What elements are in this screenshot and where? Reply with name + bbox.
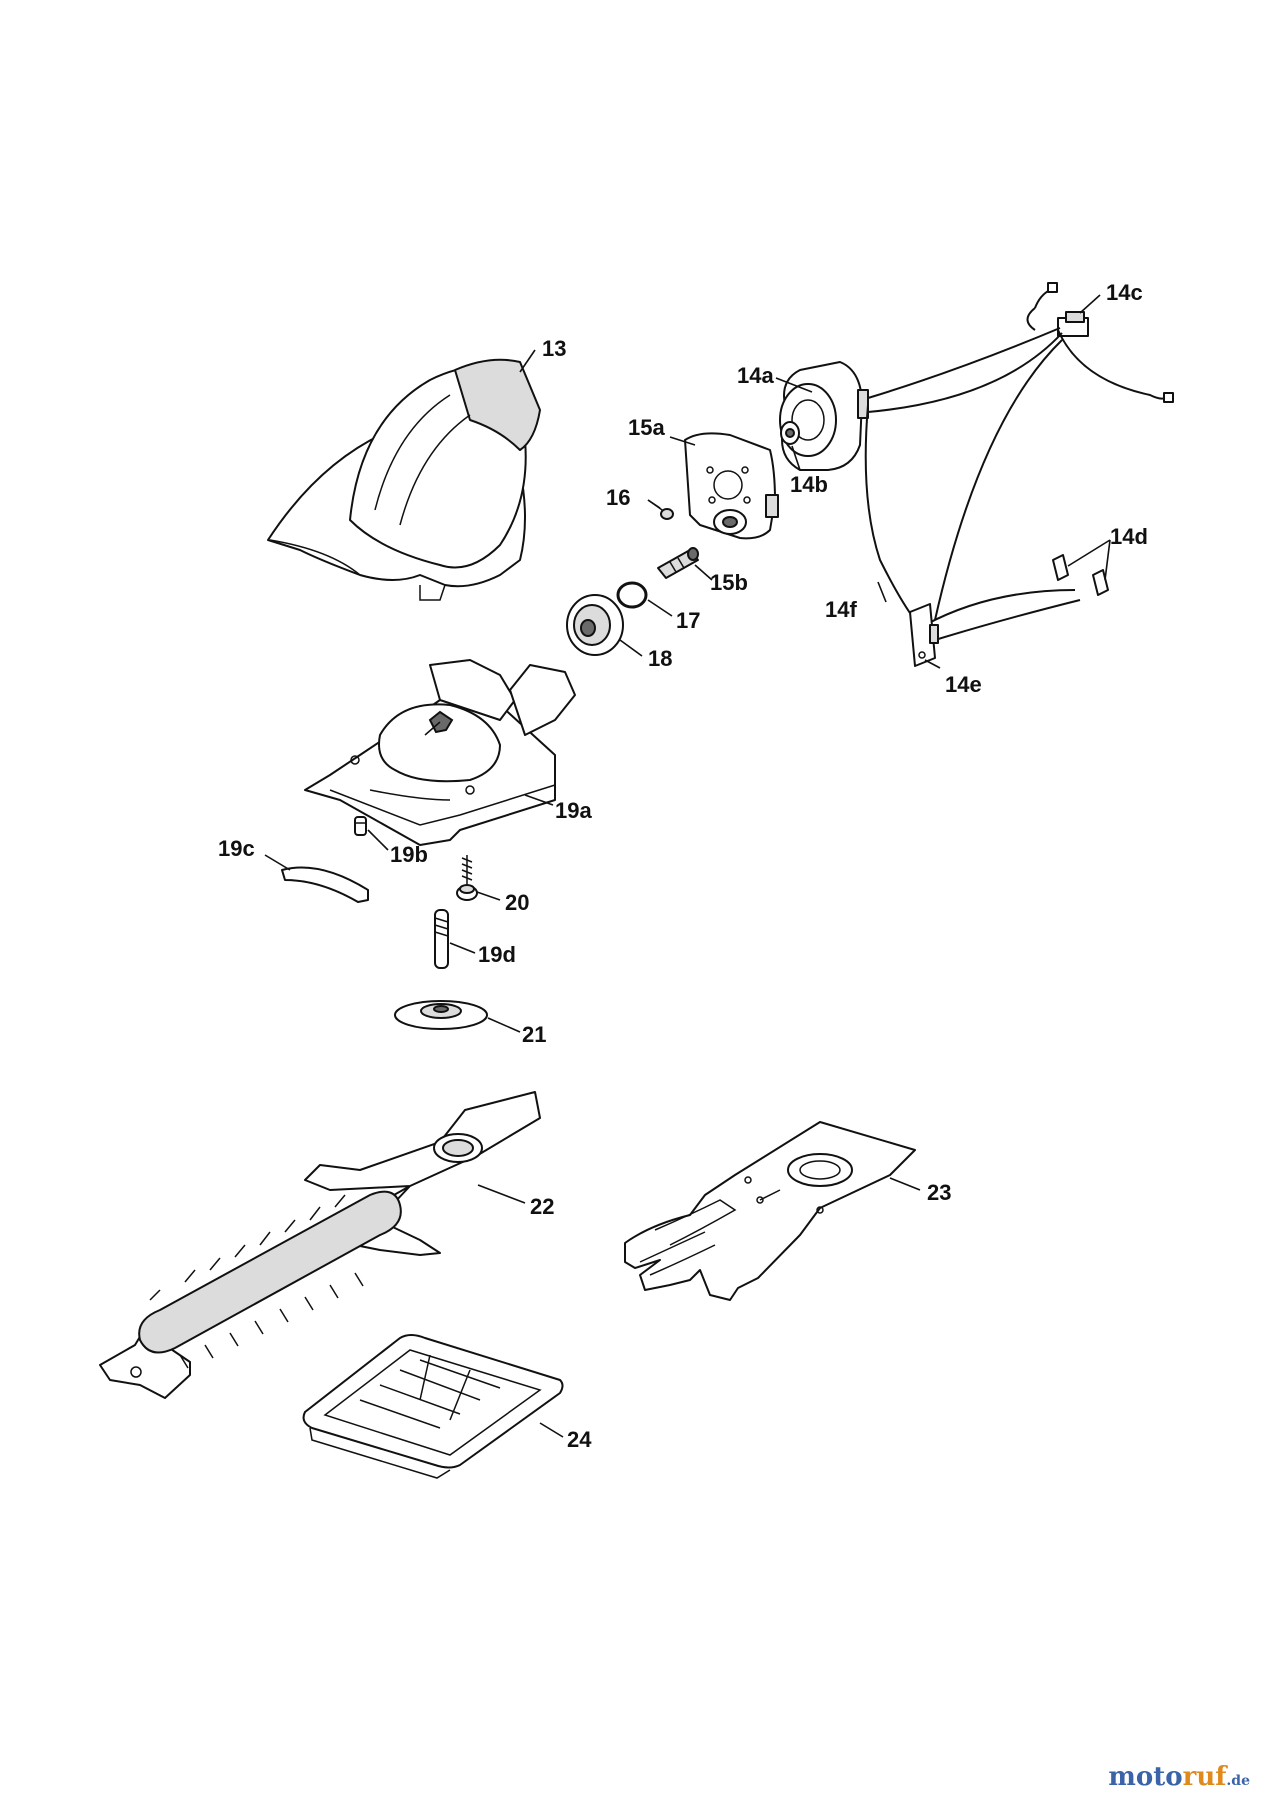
watermark-part1: moto — [1108, 1762, 1183, 1792]
part-22-hedge-blade — [99, 1091, 541, 1399]
part-14b-shaft — [780, 421, 800, 445]
label-13: 13 — [542, 336, 566, 361]
leader-lines — [264, 294, 1111, 1438]
part-14d-terminals — [1052, 554, 1109, 596]
label-14a: 14a — [737, 363, 774, 388]
part-14f-wiring — [864, 327, 1081, 641]
watermark-logo: motoruf.de — [1108, 1762, 1250, 1792]
label-14f: 14f — [825, 597, 857, 622]
part-19d-stud — [434, 909, 449, 969]
part-14a-motor — [779, 361, 869, 471]
part-19b-pin — [354, 816, 367, 836]
part-20-screw — [456, 855, 478, 901]
label-24: 24 — [567, 1427, 592, 1452]
part-15b-pin — [657, 547, 699, 579]
label-21: 21 — [522, 1022, 546, 1047]
label-19d: 19d — [478, 942, 516, 967]
part-23-grass-blade — [624, 1121, 916, 1301]
part-14c-connector — [1026, 282, 1174, 403]
label-19c: 19c — [218, 836, 255, 861]
label-14e: 14e — [945, 672, 982, 697]
label-17: 17 — [676, 608, 700, 633]
label-23: 23 — [927, 1180, 951, 1205]
watermark-part3: .de — [1226, 1773, 1250, 1789]
part-24-blade-guard — [302, 1334, 564, 1479]
label-15b: 15b — [710, 570, 748, 595]
part-19a-gearbox-base — [304, 659, 576, 846]
part-18-gear — [566, 594, 624, 656]
label-19b: 19b — [390, 842, 428, 867]
label-14d: 14d — [1110, 524, 1148, 549]
watermark-part2: ruf — [1182, 1762, 1227, 1792]
label-18: 18 — [648, 646, 672, 671]
part-21-disc — [394, 1000, 488, 1030]
label-14b: 14b — [790, 472, 828, 497]
label-20: 20 — [505, 890, 529, 915]
label-14c: 14c — [1106, 280, 1143, 305]
label-16: 16 — [606, 485, 630, 510]
part-19c-guide — [281, 866, 369, 903]
part-17-washer — [616, 581, 648, 609]
label-19a: 19a — [555, 798, 592, 823]
part-13-housing-cover — [267, 358, 541, 601]
label-22: 22 — [530, 1194, 554, 1219]
part-15a-plate — [684, 432, 779, 540]
label-15a: 15a — [628, 415, 665, 440]
part-labels: 13 14a 14b 14c 14d 14e 14f 15a 15b 16 17… — [218, 280, 1148, 1452]
part-14e-switch — [909, 603, 939, 667]
